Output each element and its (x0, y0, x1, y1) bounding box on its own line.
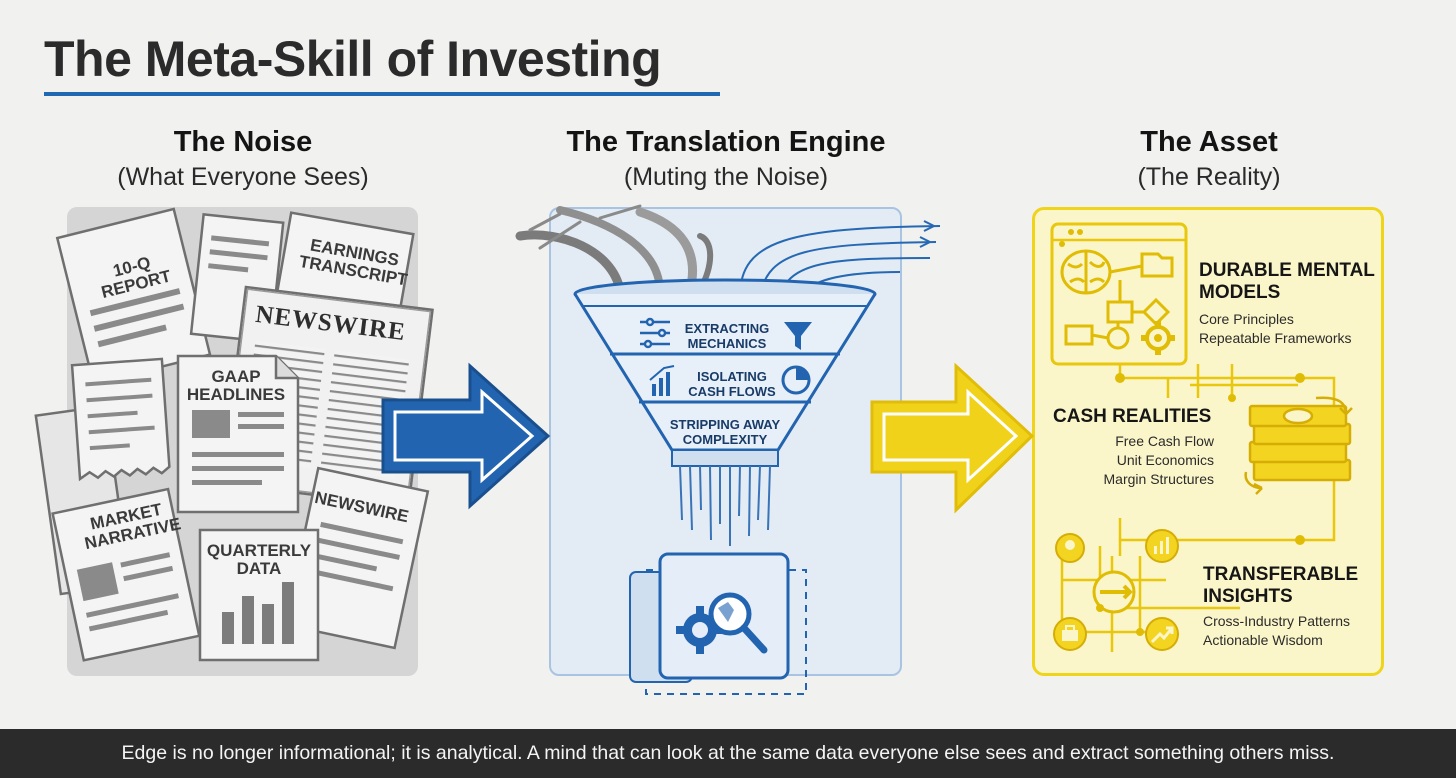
doc-label-quarterly: QUARTERLY DATA (206, 541, 312, 578)
cash-item: Margin Structures (1103, 470, 1214, 487)
insights-item: Actionable Wisdom (1203, 631, 1323, 648)
noise-streams-icon (515, 204, 714, 296)
noise-heading: The Noise (173, 126, 313, 158)
analysis-output-icon (629, 552, 807, 695)
filter-icon (784, 322, 812, 350)
person-icon (1055, 533, 1085, 563)
flowchart-icon (1064, 252, 1174, 350)
noise-column-header: The Noise (What Everyone Sees) (33, 126, 453, 192)
doc-market-narrative (51, 487, 201, 662)
cash-items: Free Cash Flow Unit Economics Margin Str… (1088, 432, 1214, 489)
funnel-icon (573, 278, 877, 546)
models-item: Core Principles (1199, 311, 1294, 327)
doc-receipt (70, 357, 171, 482)
growth-chart-icon (1145, 529, 1179, 563)
briefcase-icon (1053, 617, 1087, 651)
magnifier-icon (708, 592, 768, 654)
sliders-icon (640, 317, 670, 349)
noise-documents (34, 207, 434, 662)
asset-column-header: The Asset (The Reality) (999, 126, 1419, 192)
engine-heading: The Translation Engine (566, 126, 886, 158)
doc-gaap-headlines (176, 354, 300, 514)
page-title: The Meta-Skill of Investing (44, 31, 662, 87)
models-item: Repeatable Frameworks (1199, 329, 1352, 346)
footer-banner: Edge is no longer informational; it is a… (0, 729, 1456, 778)
engine-column-header: The Translation Engine (Muting the Noise… (516, 126, 936, 192)
doc-quarterly-data (198, 528, 320, 662)
yellow-arrow-icon (870, 362, 1035, 514)
footer-quote: Edge is no longer informational; it is a… (121, 742, 1335, 764)
brain-icon (1060, 249, 1112, 295)
money-stack-icon (1244, 396, 1353, 495)
models-items: Core Principles Repeatable Frameworks (1199, 310, 1352, 348)
models-heading: DURABLE MENTAL MODELS (1199, 260, 1375, 303)
pie-chart-icon (781, 365, 811, 395)
asset-heading: The Asset (1140, 126, 1278, 158)
cash-item: Unit Economics (1116, 451, 1214, 468)
funnel-layer-extracting: EXTRACTING MECHANICS (684, 321, 770, 351)
gear-small-icon (1141, 321, 1175, 355)
engine-subheading: (Muting the Noise) (623, 163, 829, 191)
cash-item: Free Cash Flow (1115, 433, 1214, 449)
cash-heading: CASH REALITIES (1053, 406, 1212, 427)
blue-arrow-icon (381, 362, 551, 510)
doc-label-gaap: GAAP HEADLINES (186, 367, 286, 404)
insights-items: Cross-Industry Patterns Actionable Wisdo… (1203, 612, 1350, 650)
asset-subheading: (The Reality) (1137, 163, 1281, 191)
funnel-layer-isolating: ISOLATING CASH FLOWS (688, 369, 776, 399)
title-underline (44, 92, 720, 96)
noise-subheading: (What Everyone Sees) (117, 163, 369, 191)
bar-chart-icon (649, 365, 675, 396)
compass-icon (1092, 570, 1136, 614)
trend-up-icon (1145, 617, 1179, 651)
doc-10q-report (55, 207, 212, 386)
funnel-layer-stripping: STRIPPING AWAY COMPLEXITY (669, 417, 781, 447)
doc-newswire-small (283, 466, 430, 650)
insights-heading: TRANSFERABLE INSIGHTS (1203, 564, 1359, 607)
insights-item: Cross-Industry Patterns (1203, 613, 1351, 629)
